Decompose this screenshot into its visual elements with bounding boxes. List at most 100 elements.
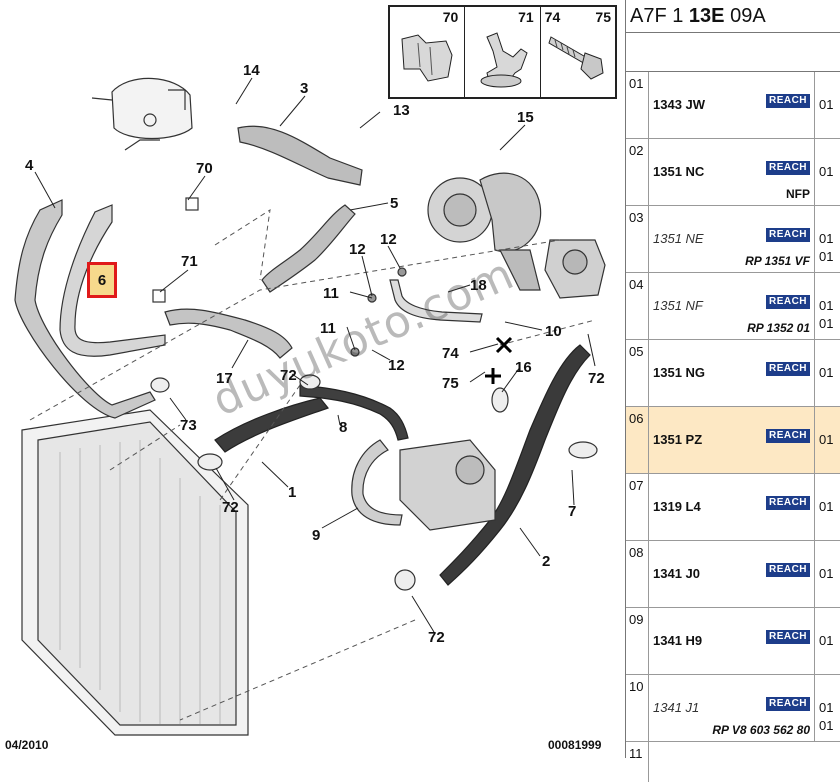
callout-72a: 72	[588, 370, 605, 387]
accessory-legend: 70 71 74 75	[388, 5, 617, 99]
row-divider	[814, 206, 815, 272]
callout-15: 15	[517, 109, 534, 126]
vehicle-code-prefix: A7F 1	[630, 5, 689, 27]
row-divider	[648, 407, 649, 473]
row-divider	[814, 541, 815, 607]
callout-8: 8	[339, 419, 347, 436]
quantity: 01	[819, 633, 834, 648]
reference-row[interactable]: 11	[626, 742, 840, 782]
legend-item-71[interactable]: 71	[465, 7, 541, 97]
egr-cooler	[399, 439, 496, 531]
row-divider	[648, 340, 649, 406]
diagram-date: 04/2010	[5, 738, 49, 752]
callout-72c: 72	[222, 499, 239, 516]
selected-part-marker[interactable]: 6	[87, 262, 117, 298]
legend-item-70[interactable]: 70	[390, 7, 466, 97]
radiator	[21, 409, 249, 736]
row-divider	[648, 742, 649, 782]
callout-71: 71	[181, 253, 198, 270]
row-number: 04	[629, 277, 644, 292]
row-divider	[814, 273, 815, 339]
callout-12b: 12	[380, 231, 397, 248]
callout-70: 70	[196, 160, 213, 177]
row-number: 02	[629, 143, 644, 158]
replacement-note: RP 1352 01	[747, 321, 810, 335]
quantity: 01	[819, 365, 834, 380]
callout-3: 3	[300, 80, 308, 97]
callout-73: 73	[180, 417, 197, 434]
vehicle-code-suffix: 09A	[724, 5, 766, 27]
row-divider	[648, 541, 649, 607]
legend-item-74-75[interactable]: 74 75	[541, 7, 615, 97]
replacement-note: RP V8 603 562 80	[712, 723, 810, 737]
callout-5: 5	[390, 195, 398, 212]
row-divider	[648, 675, 649, 741]
row-number: 08	[629, 545, 644, 560]
row-number: 11	[629, 746, 643, 761]
row-divider	[648, 139, 649, 205]
part-code: 1351 NC	[653, 164, 705, 179]
part-code: 1351 NE	[653, 231, 704, 246]
connector-icon	[480, 32, 528, 88]
part-code: 1341 H9	[653, 633, 703, 648]
clip-icon	[401, 34, 453, 82]
row-number: 05	[629, 344, 644, 359]
reach-badge: REACH	[766, 697, 810, 711]
callout-11: 11	[323, 285, 339, 302]
vehicle-code: A7F 1 13E 09A	[626, 0, 840, 33]
quantity: 01	[819, 566, 834, 581]
quantity-secondary: 01	[819, 718, 834, 733]
bolt-icon	[548, 36, 604, 80]
row-divider	[648, 206, 649, 272]
replacement-note: RP 1351 VF	[745, 254, 810, 268]
callout-74: 74	[442, 345, 459, 362]
quantity-secondary: 01	[819, 316, 834, 331]
hose-8	[299, 384, 409, 441]
hose-4	[14, 199, 156, 419]
row-divider	[814, 340, 815, 406]
hose-5	[261, 204, 356, 293]
legend-label-70: 70	[442, 9, 459, 25]
exploded-parts-diagram: 14 3 13 70 71 4 15 5 12 12 11 18 10 11 1…	[5, 5, 617, 752]
hose-3	[237, 125, 363, 186]
quantity: 01	[819, 499, 834, 514]
reach-badge: REACH	[766, 161, 810, 175]
hose-9	[351, 439, 403, 526]
callout-13: 13	[393, 102, 410, 119]
turbocharger	[427, 172, 542, 291]
row-number: 06	[629, 411, 644, 426]
callout-1: 1	[288, 484, 296, 501]
callout-9: 9	[312, 527, 320, 544]
row-divider	[814, 675, 815, 741]
row-divider	[648, 273, 649, 339]
reach-badge: REACH	[766, 295, 810, 309]
quantity: 01	[819, 164, 834, 179]
row-divider	[648, 608, 649, 674]
row-divider	[814, 608, 815, 674]
row-divider	[814, 407, 815, 473]
quantity: 01	[819, 700, 834, 715]
pipe-18	[389, 279, 483, 323]
callout-72d: 72	[428, 629, 445, 646]
callout-10: 10	[545, 323, 562, 340]
panel-spacer	[626, 33, 840, 72]
part-code: 1319 L4	[653, 499, 701, 514]
callout-18: 18	[470, 277, 487, 294]
reach-badge: REACH	[766, 429, 810, 443]
callout-2: 2	[542, 553, 550, 570]
hose-6	[59, 204, 166, 357]
callout-7: 7	[568, 503, 576, 520]
reach-badge: REACH	[766, 563, 810, 577]
row-number: 10	[629, 679, 644, 694]
